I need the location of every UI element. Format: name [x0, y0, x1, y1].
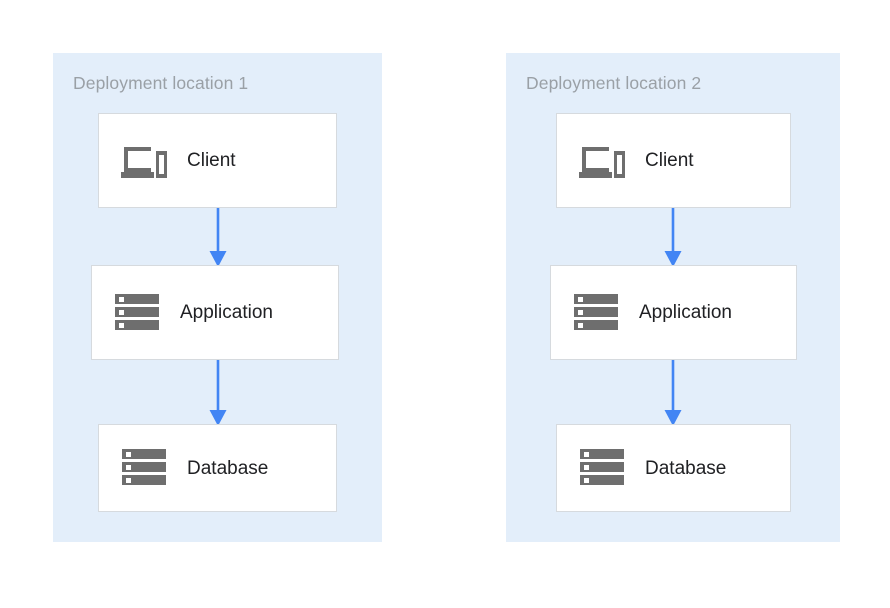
- flow-arrow: [206, 360, 230, 426]
- node-label: Application: [639, 302, 732, 323]
- database-icon: [579, 447, 625, 489]
- node-client-2[interactable]: Client: [556, 113, 791, 208]
- node-label: Database: [645, 457, 727, 479]
- server-icon: [573, 292, 619, 334]
- node-application-2[interactable]: Application: [550, 265, 797, 360]
- node-label: Client: [645, 150, 694, 171]
- devices-icon: [579, 140, 625, 182]
- flow-arrow: [661, 208, 685, 267]
- node-label: Application: [180, 302, 273, 323]
- server-icon: [114, 292, 160, 334]
- panel-title: Deployment location 2: [526, 73, 702, 93]
- database-icon: [121, 447, 167, 489]
- node-client-1[interactable]: Client: [98, 113, 337, 208]
- flow-arrow: [661, 360, 685, 426]
- node-label: Database: [187, 457, 269, 479]
- flow-arrow: [206, 208, 230, 267]
- panel-title: Deployment location 1: [73, 73, 249, 93]
- node-database-2[interactable]: Database: [556, 424, 791, 512]
- node-label: Client: [187, 150, 236, 171]
- node-database-1[interactable]: Database: [98, 424, 337, 512]
- node-application-1[interactable]: Application: [91, 265, 339, 360]
- devices-icon: [121, 140, 167, 182]
